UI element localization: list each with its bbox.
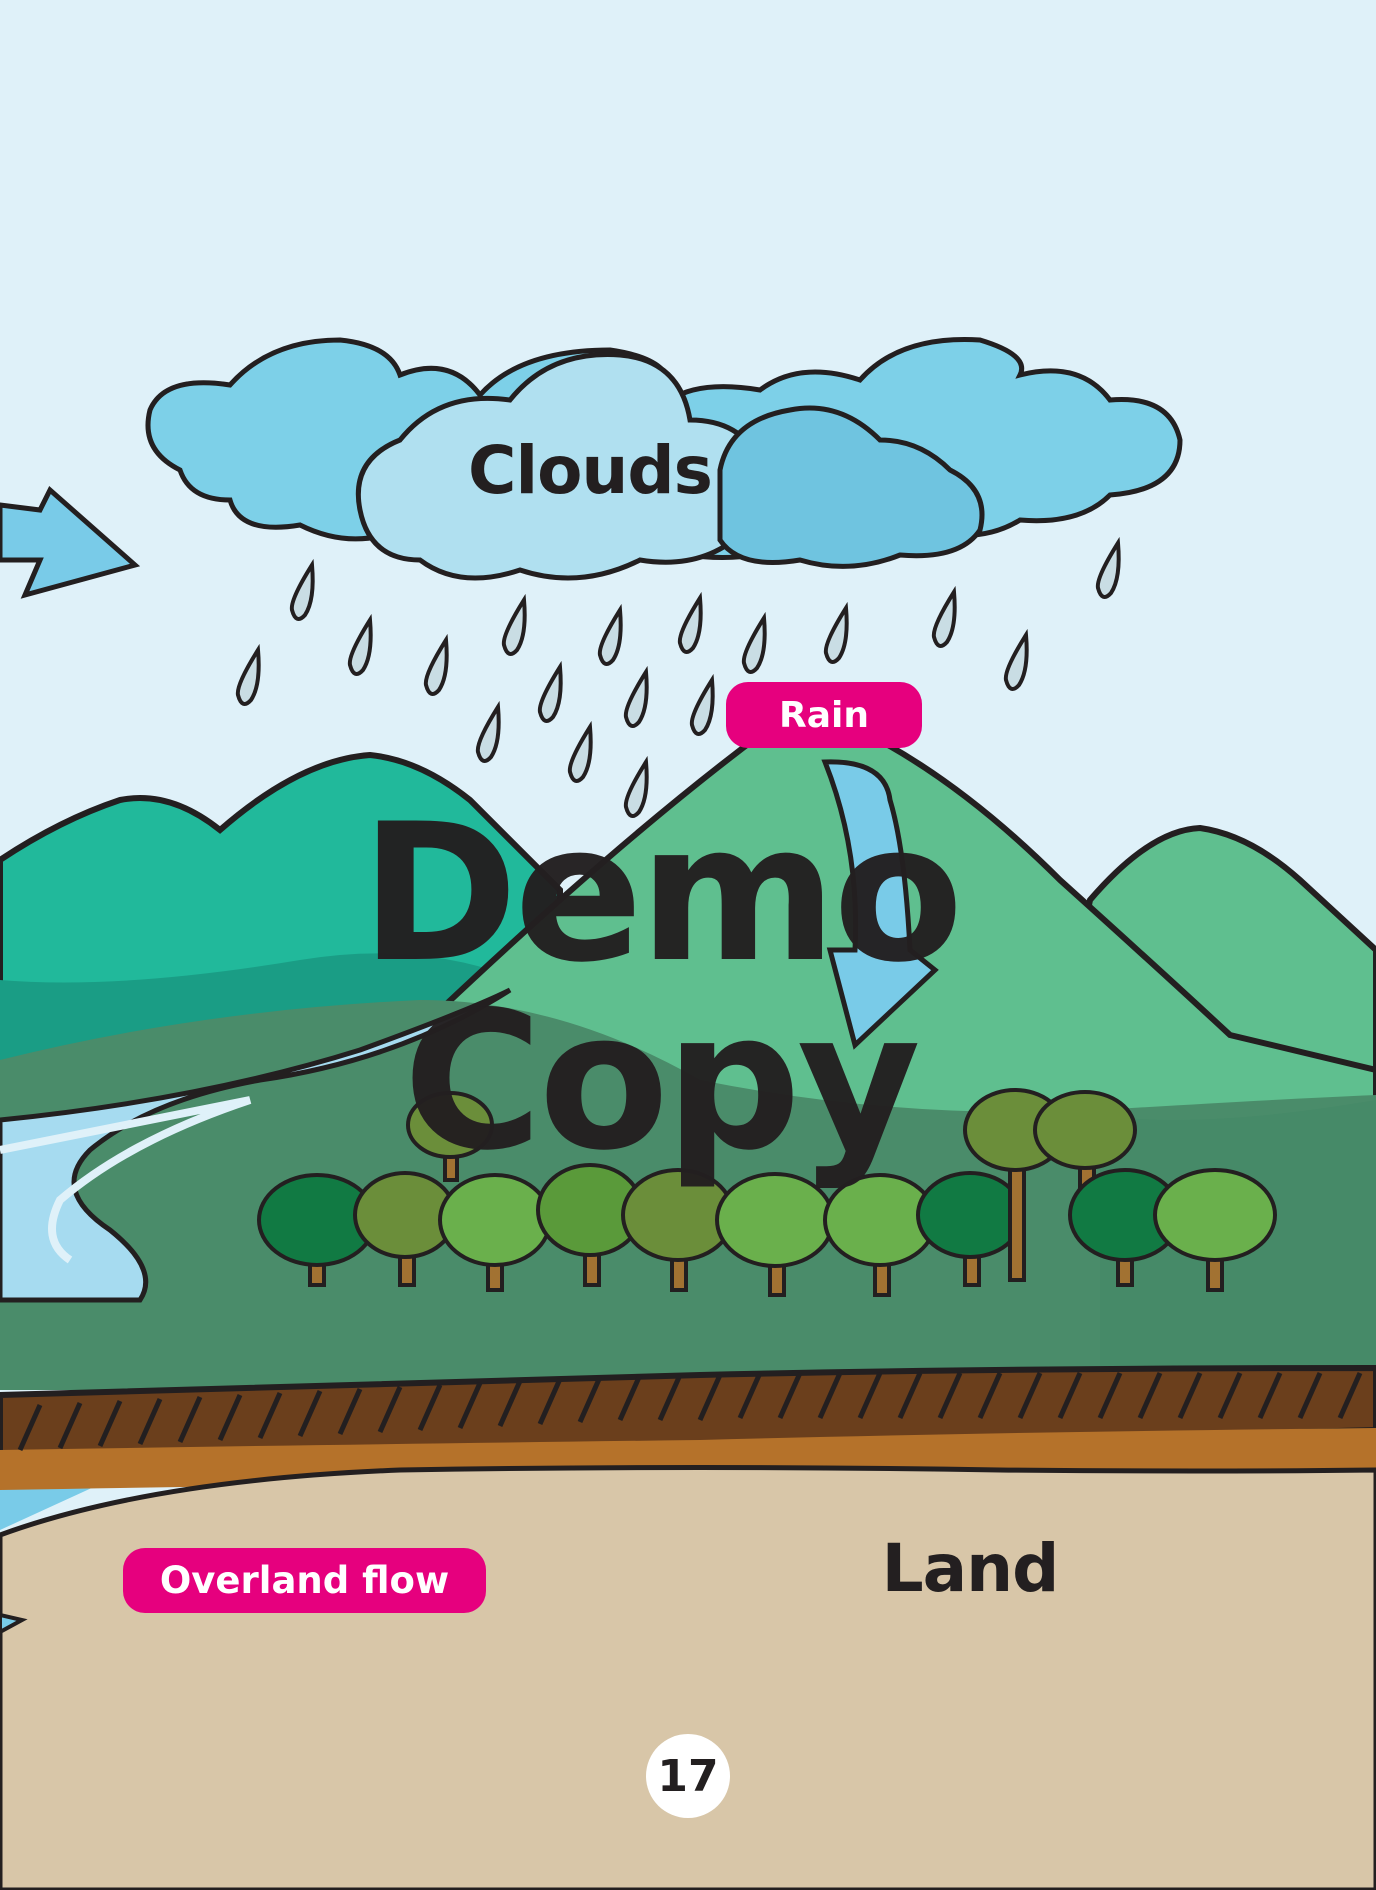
tree — [438, 1173, 552, 1292]
raindrop — [689, 673, 715, 736]
raindrop — [475, 700, 501, 763]
raindrop — [423, 633, 449, 696]
raindrops — [235, 536, 1121, 818]
raindrop — [537, 660, 563, 723]
raindrop — [235, 643, 261, 706]
clouds — [145, 337, 1183, 581]
raindrop — [597, 603, 623, 666]
raindrop — [567, 720, 593, 783]
overland-arrow — [0, 1612, 28, 1635]
raindrop — [289, 558, 315, 621]
raindrop — [623, 665, 649, 728]
raindrop — [677, 591, 703, 654]
incoming-arrow — [0, 485, 141, 599]
raindrop — [501, 593, 527, 656]
raindrop — [623, 755, 649, 818]
overland-flow-label: Overland flow — [123, 1548, 486, 1613]
land-label: Land — [881, 1530, 1060, 1607]
raindrop — [347, 613, 373, 676]
tree — [1068, 1168, 1182, 1287]
tree — [715, 1172, 835, 1297]
cloud-right — [717, 405, 985, 569]
tree — [1153, 1168, 1277, 1292]
river-highlight — [0, 1096, 252, 1264]
rain-runoff-arrow — [821, 759, 939, 1050]
raindrop — [823, 601, 849, 664]
raindrop — [741, 611, 767, 674]
tree — [406, 1091, 494, 1182]
clouds-label: Clouds — [468, 432, 713, 509]
raindrop — [1095, 536, 1121, 599]
raindrop — [1003, 628, 1029, 691]
raindrop — [931, 585, 957, 648]
tree — [536, 1163, 644, 1287]
ground — [0, 1465, 1376, 1890]
page-number: 17 — [646, 1734, 730, 1818]
rain-label: Rain — [726, 682, 922, 748]
demo-copy-watermark: Demo Copy — [360, 783, 963, 1192]
forest — [257, 1088, 1277, 1297]
river — [0, 987, 512, 1303]
soil-hatching — [17, 1371, 1363, 1452]
